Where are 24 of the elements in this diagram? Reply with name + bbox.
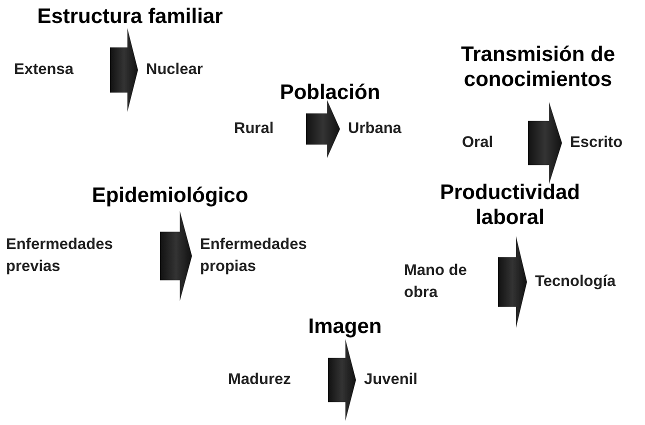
term-text: Nuclear — [146, 60, 203, 80]
chevron-arrow — [328, 339, 356, 421]
term-text: Madurez — [228, 370, 291, 390]
chevron-arrow — [498, 236, 527, 328]
group-heading: Productividad laboral — [438, 180, 582, 230]
group-heading: Transmisión de conocimientos — [460, 42, 616, 92]
chevron-arrow — [110, 28, 138, 112]
term-text: Oral — [462, 133, 494, 153]
term-text: Urbana — [348, 119, 402, 139]
group-heading: Imagen — [307, 314, 383, 339]
term-text: Rural — [234, 119, 274, 139]
chevron-arrow — [306, 100, 340, 158]
term-text: Mano de obra — [404, 261, 468, 303]
term-text: Enfermedades previas — [6, 235, 114, 277]
chevron-arrow — [160, 211, 192, 301]
group-heading: Epidemiológico — [90, 183, 250, 208]
group-heading: Estructura familiar — [36, 4, 224, 29]
chevron-arrow — [528, 102, 562, 184]
term-text: Extensa — [14, 60, 74, 80]
term-text: Escrito — [570, 133, 623, 153]
group-heading: Población — [278, 80, 382, 105]
term-text: Tecnología — [535, 272, 616, 292]
term-text: Enfermedades propias — [200, 235, 308, 277]
term-text: Juvenil — [364, 370, 418, 390]
